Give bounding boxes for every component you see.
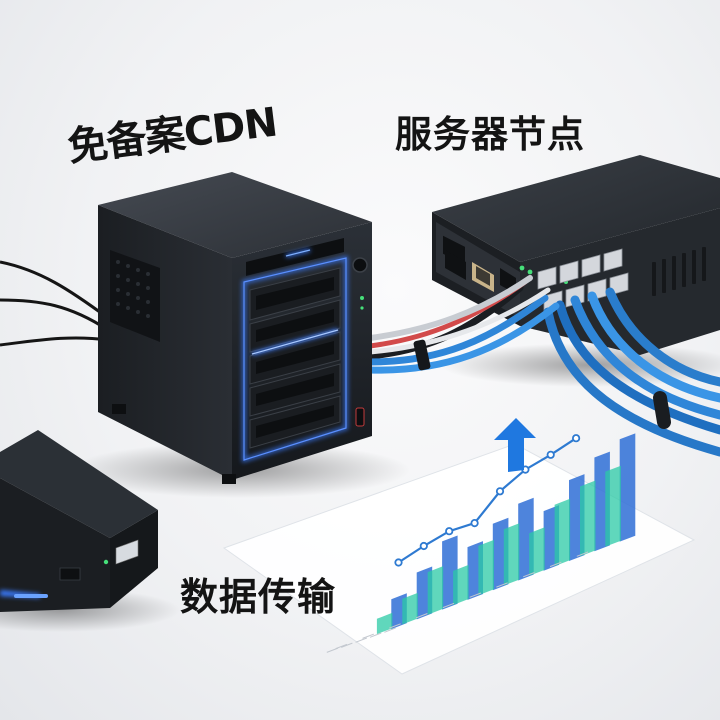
router-box [0, 430, 158, 612]
chart-tick [549, 561, 562, 568]
chart-bar [453, 564, 469, 605]
switch-shadow [440, 343, 720, 387]
chart-tick [576, 551, 589, 557]
chart-point [445, 527, 454, 536]
chart-point [419, 541, 428, 551]
chart-tick [326, 647, 339, 653]
chart-point [546, 450, 555, 459]
drive-bays [249, 267, 341, 449]
chart-tick [442, 602, 455, 609]
chart-tick [341, 642, 353, 648]
power-cables [0, 260, 109, 347]
chart-bar [503, 523, 520, 586]
chart-point [394, 558, 403, 567]
chart-tick [384, 627, 396, 633]
chart-bar [427, 566, 444, 615]
chart-bar [529, 527, 545, 576]
chart-bar [376, 612, 393, 635]
chart-tick [355, 637, 367, 643]
nas-server [98, 172, 372, 484]
chart-tick [369, 632, 382, 638]
chart-bar [580, 480, 596, 557]
link-cables [366, 275, 560, 374]
chart-bar [554, 498, 571, 567]
chart-bar [402, 592, 418, 625]
chart-point [571, 434, 581, 443]
chart-point [470, 518, 479, 528]
chart-tick [469, 592, 482, 598]
chart-line [397, 437, 577, 564]
switch-cable-bundle [543, 287, 720, 457]
chart-bar [619, 433, 636, 542]
data-transfer-label: 数据传输 [180, 575, 337, 619]
chart-bar [605, 465, 621, 547]
chart-tick [362, 633, 374, 639]
chart-tick [415, 613, 428, 619]
network-switch [432, 155, 720, 355]
chart-bar [478, 539, 494, 596]
server-node-label: 服务器节点 [395, 113, 585, 156]
chart-area [326, 433, 636, 653]
chart-tick [523, 572, 535, 578]
chart-tick [496, 582, 508, 588]
chart-tick [389, 623, 401, 629]
chart-point [495, 487, 505, 496]
trend-arrow-icon [494, 418, 536, 472]
